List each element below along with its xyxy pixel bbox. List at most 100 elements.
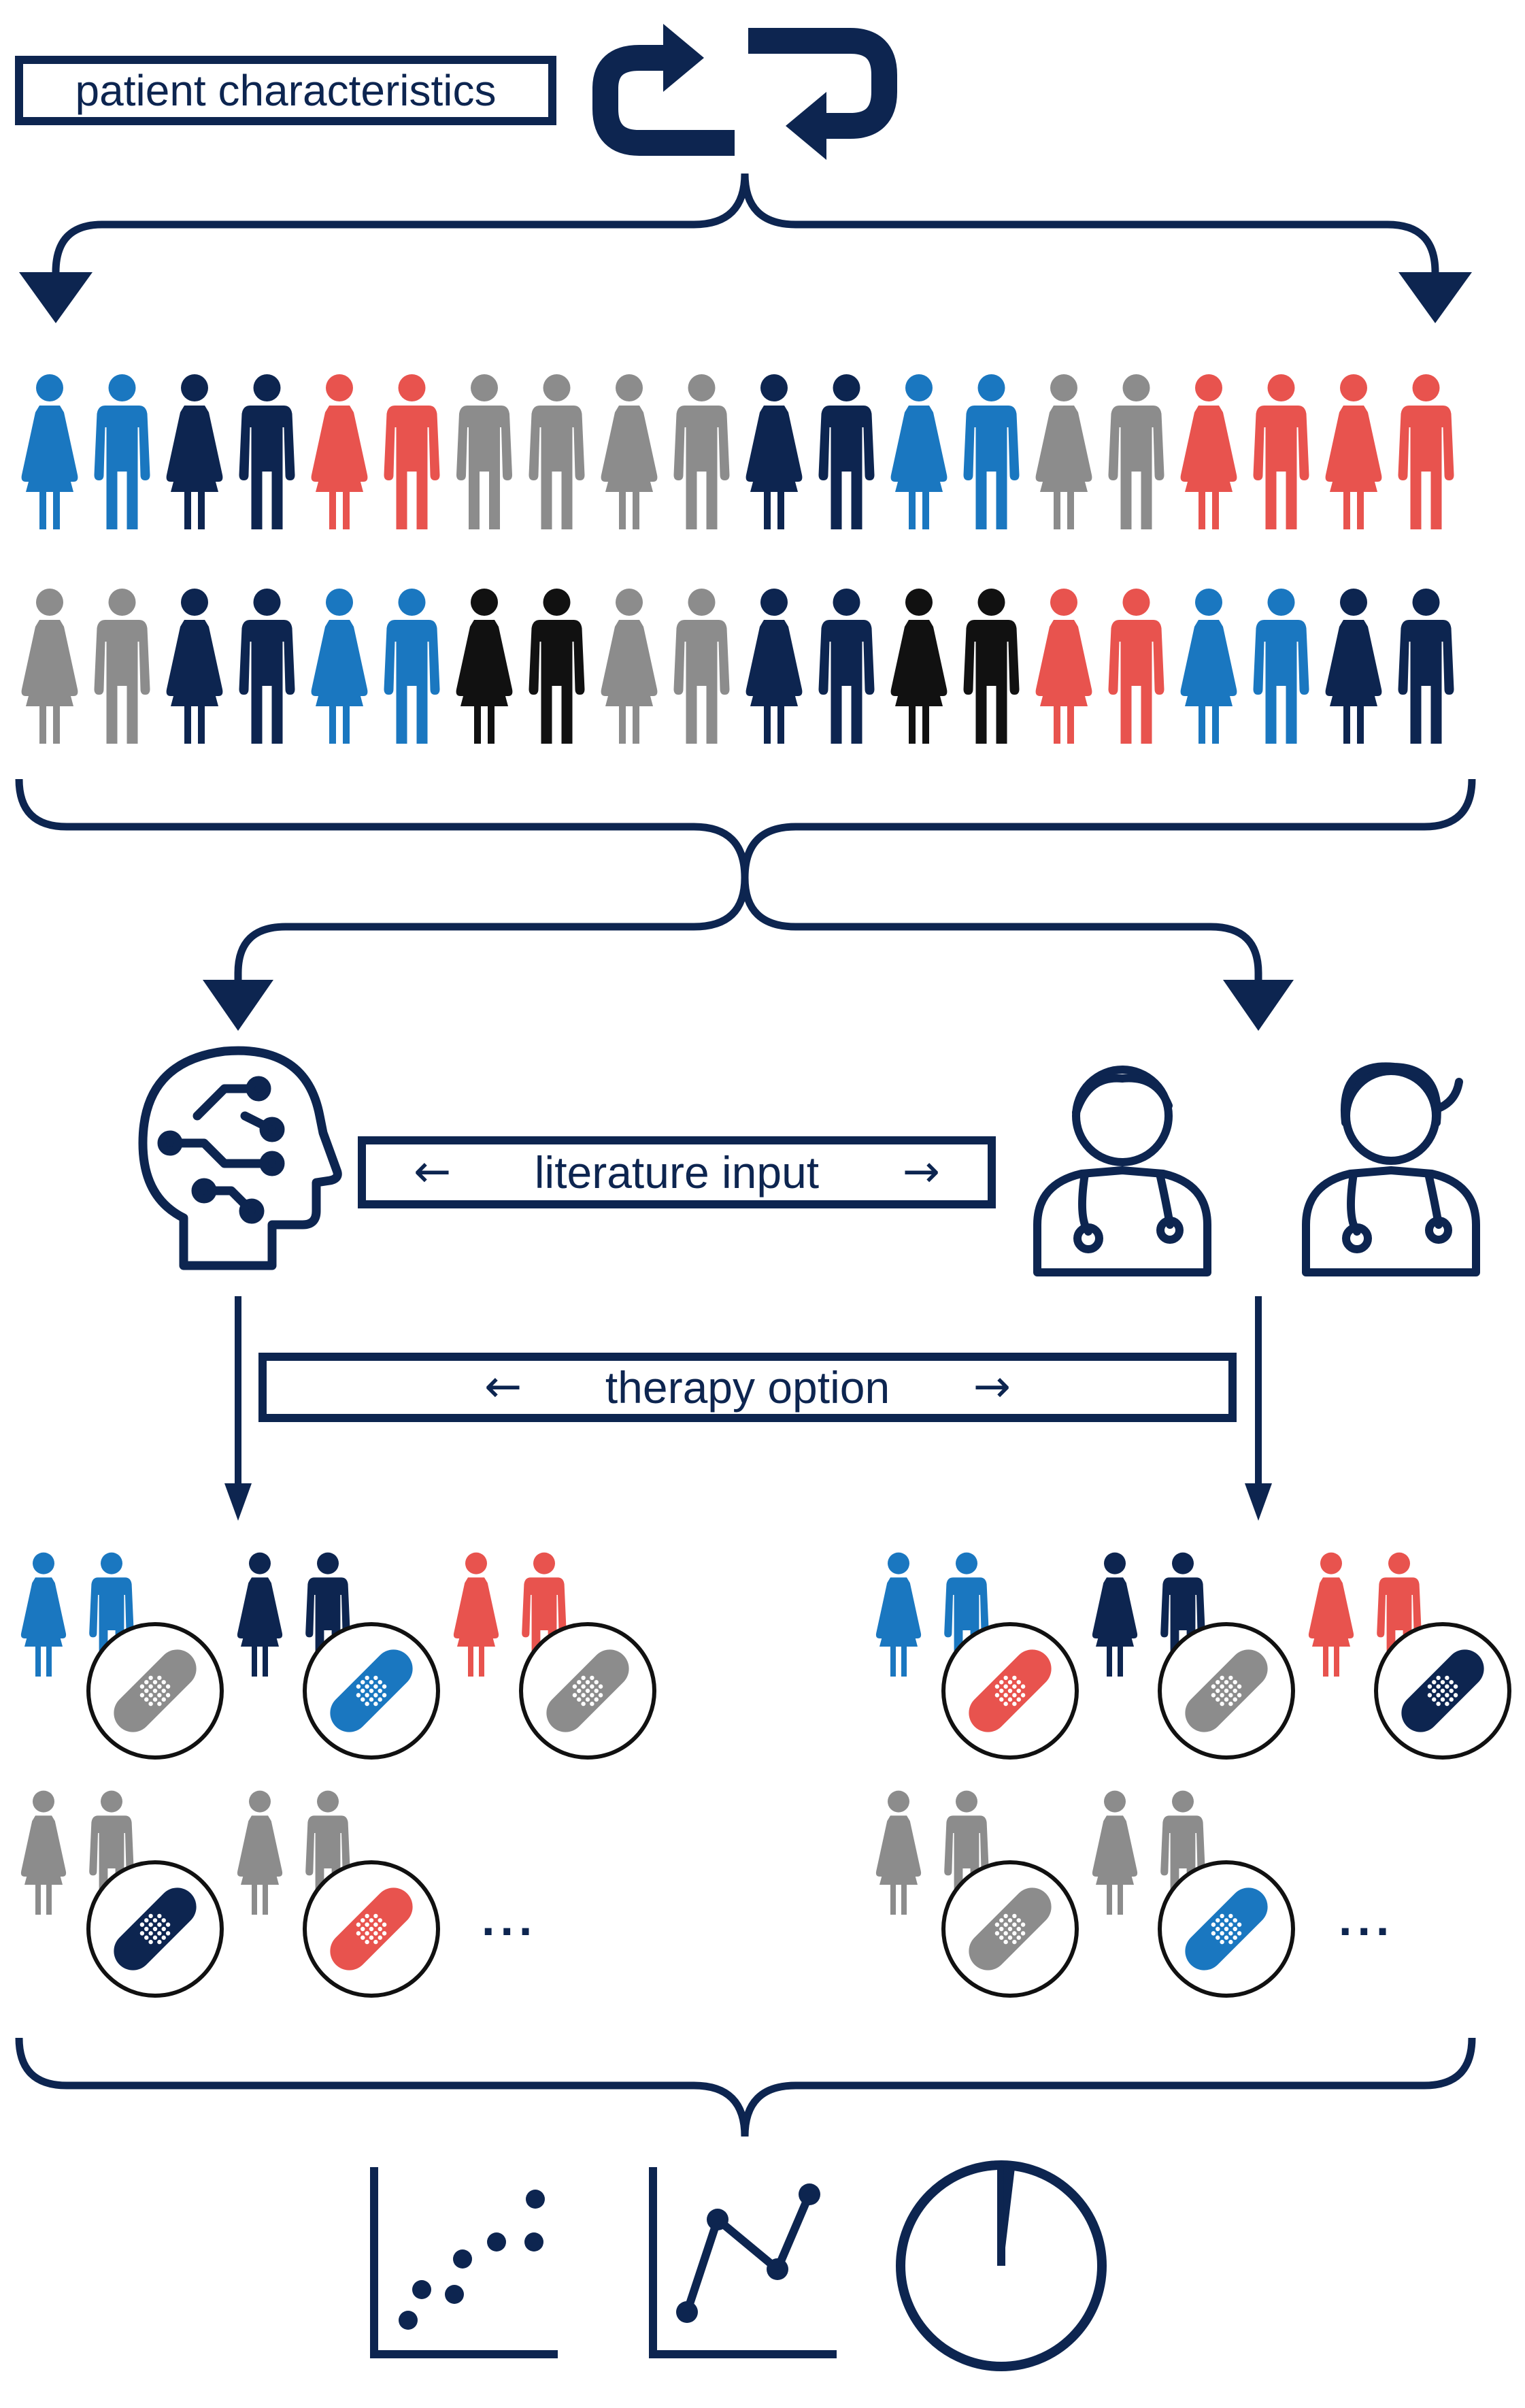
female-patient-figure <box>166 589 223 744</box>
ai-therapy-groups <box>20 1552 656 1998</box>
arrowhead-right-top <box>1398 272 1472 323</box>
male-patient-figure <box>239 589 295 744</box>
male-patient-figure <box>239 374 295 529</box>
bandage-icon <box>1158 1860 1295 1998</box>
ai-brain-head-icon <box>138 1046 342 1270</box>
therapy-option-label: ← therapy option → <box>258 1353 1237 1422</box>
population-row-1 <box>21 374 1454 529</box>
patient-therapy-group <box>20 1552 224 1760</box>
pie-chart-icon <box>896 2160 1107 2371</box>
male-patient-figure <box>1108 374 1164 529</box>
female-patient-figure <box>20 1552 67 1677</box>
bandage-icon <box>86 1622 224 1760</box>
population-merge-brace <box>15 778 1476 987</box>
female-patient-figure <box>745 374 803 529</box>
patient-therapy-group <box>875 1552 1079 1760</box>
female-patient-figure <box>1308 1552 1354 1677</box>
female-patient-figure <box>1180 589 1237 744</box>
female-patient-figure <box>1035 589 1092 744</box>
male-patient-figure <box>384 374 440 529</box>
left-arrow-icon: ← <box>414 1144 452 1198</box>
female-patient-figure <box>21 374 78 529</box>
female-patient-figure <box>456 589 513 744</box>
patient-therapy-group <box>1092 1552 1295 1760</box>
arrowhead-left-mid <box>203 980 273 1031</box>
patient-therapy-group <box>875 1790 1079 1998</box>
male-patient-figure <box>456 374 512 529</box>
male-patient-figure <box>384 589 440 744</box>
male-patient-figure <box>1253 589 1309 744</box>
male-patient-figure <box>529 589 585 744</box>
bandage-icon <box>941 1622 1079 1760</box>
scatter-plot-icon <box>370 2167 558 2358</box>
female-patient-figure <box>1035 374 1092 529</box>
female-patient-figure <box>601 374 658 529</box>
female-patient-figure <box>1325 374 1382 529</box>
bandage-icon <box>1158 1622 1295 1760</box>
female-patient-figure <box>1180 374 1237 529</box>
male-patient-figure <box>818 374 875 529</box>
patient-characteristics-label: patient characteristics <box>15 56 556 125</box>
female-patient-figure <box>453 1552 499 1677</box>
arrowhead-clinician-groups <box>1245 1483 1272 1521</box>
male-patient-figure <box>94 589 150 744</box>
patient-therapy-group <box>1308 1552 1511 1760</box>
female-patient-figure <box>890 589 948 744</box>
male-patient-figure <box>1398 374 1454 529</box>
male-patient-figure <box>818 589 875 744</box>
female-patient-figure <box>601 589 658 744</box>
female-patient-figure <box>1325 589 1382 744</box>
male-patient-figure <box>1398 589 1454 744</box>
male-patient-figure <box>1253 374 1309 529</box>
right-arrow-icon: → <box>902 1144 940 1198</box>
female-patient-figure <box>745 589 803 744</box>
patient-therapy-group <box>20 1790 224 1998</box>
male-patient-figure <box>529 374 585 529</box>
bandage-icon <box>1374 1622 1511 1760</box>
female-patient-figure <box>237 1552 283 1677</box>
therapy-option-text: therapy option <box>605 1362 890 1413</box>
female-patient-figure <box>1092 1790 1138 1915</box>
patient-characteristics-text: patient characteristics <box>75 66 497 115</box>
male-patient-figure <box>673 374 730 529</box>
left-arrow-icon: ← <box>484 1359 522 1413</box>
bandage-icon <box>86 1860 224 1998</box>
clinician-groups-ellipsis: ... <box>1339 1892 1395 1945</box>
female-patient-figure <box>311 589 368 744</box>
literature-input-label: ← literature input → <box>358 1136 996 1208</box>
male-patient-figure <box>1108 589 1164 744</box>
male-patient-figure <box>673 589 730 744</box>
patient-therapy-group <box>453 1552 656 1760</box>
female-patient-figure <box>20 1790 67 1915</box>
bandage-icon <box>941 1860 1079 1998</box>
literature-input-text: literature input <box>534 1147 820 1198</box>
arrowhead-left-top <box>19 272 93 323</box>
bandage-icon <box>303 1860 440 1998</box>
arrowhead-ai-groups <box>224 1483 252 1521</box>
patient-therapy-group <box>1092 1790 1295 1998</box>
female-patient-figure <box>166 374 223 529</box>
top-split-brace <box>52 173 1439 279</box>
arrowhead-right-mid <box>1223 980 1294 1031</box>
clinician-therapy-groups <box>875 1552 1511 1998</box>
line-chart-icon <box>649 2167 837 2358</box>
female-patient-figure <box>875 1790 922 1915</box>
patient-therapy-group <box>237 1552 440 1760</box>
bandage-icon <box>303 1622 440 1760</box>
patient-therapy-group <box>237 1790 440 1998</box>
female-patient-figure <box>1092 1552 1138 1677</box>
right-arrow-icon: → <box>973 1359 1011 1413</box>
male-patient-figure <box>94 374 150 529</box>
cycle-arrows-icon <box>592 24 897 160</box>
female-patient-figure <box>237 1790 283 1915</box>
male-patient-figure <box>963 374 1020 529</box>
male-doctor-icon <box>1033 1066 1211 1276</box>
male-patient-figure <box>963 589 1020 744</box>
female-patient-figure <box>21 589 78 744</box>
female-doctor-icon <box>1302 1062 1480 1276</box>
population-row-2 <box>21 589 1454 744</box>
female-patient-figure <box>875 1552 922 1677</box>
female-patient-figure <box>311 374 368 529</box>
